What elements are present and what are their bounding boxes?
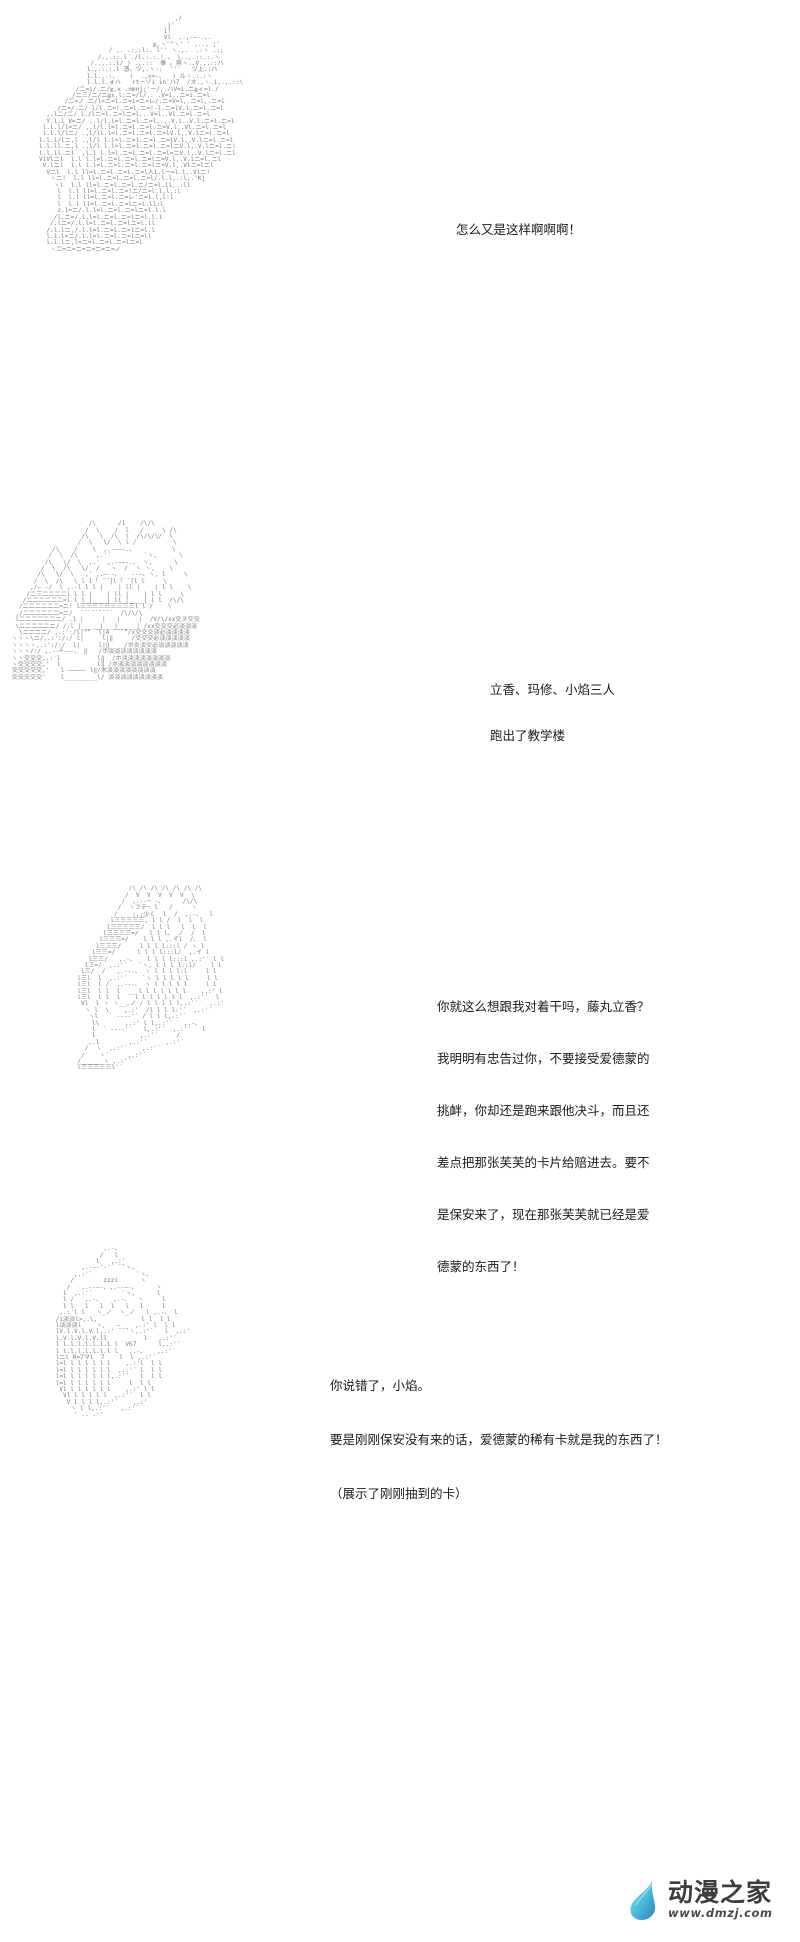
dialogue-block-panel-1: 怎么又是这样啊啊啊！ xyxy=(456,195,786,264)
site-watermark: 动漫之家 www.dmzj.com xyxy=(628,1872,796,1928)
dialogue-line: 是保安来了，现在那张芙芙就已经是爱 xyxy=(437,1207,650,1222)
comic-panel-2: /\ /l /\/\ / \ / l / \ /\ /\ \ /\ l /\/\… xyxy=(0,515,800,875)
ascii-art-panel-2: /\ /l /\/\ / \ / l / \ /\ /\ \ /\ l /\/\… xyxy=(11,520,200,681)
dialogue-line: 立香、玛修、小焰三人 xyxy=(490,682,616,697)
water-drop-logo-icon xyxy=(630,1881,656,1920)
ascii-art-panel-4: ,.-、 / l l ,.:' ,.-―-'‐'´ ̄ ̄`ヽ、 ,.:'´ `… xyxy=(55,1245,191,1419)
dialogue-line: 跑出了教学楼 xyxy=(490,728,566,743)
dialogue-line: 要是刚刚保安没有来的话，爱德蒙的稀有卡就是我的东西了！ xyxy=(330,1432,668,1447)
dialogue-line: 怎么又是这样啊啊啊！ xyxy=(456,222,582,237)
ascii-art-panel-1: ,/ j' i! Vl ,.,-―-.,. ≦,ヽ'^ヽ' ' ,.., ;' xyxy=(39,15,244,253)
dialogue-block-panel-4: 你说错了，小焰。 要是刚刚保安没有来的话，爱德蒙的稀有卡就是我的东西了！ （展示… xyxy=(330,1345,800,1534)
ascii-art-panel-3: /\ /\ /\ /\ /\ /\ /\ / V V V V V \ / ,.-… xyxy=(77,885,225,1072)
dialogue-block-panel-2: 立香、玛修、小焰三人 跑出了教学楼 xyxy=(490,655,790,770)
watermark-site-name: 动漫之家 xyxy=(668,1878,773,1908)
comic-panel-1: ,/ j' i! Vl ,.,-―-.,. ≦,ヽ'^ヽ' ' ,.., ;' xyxy=(0,0,800,500)
dialogue-line: 你说错了，小焰。 xyxy=(330,1378,431,1393)
comic-panel-3: /\ /\ /\ /\ /\ /\ /\ / V V V V V \ / ,.-… xyxy=(0,880,800,1274)
dialogue-line: 我明明有忠告过你，不要接受爱德蒙的 xyxy=(437,1051,650,1066)
watermark-text-block: 动漫之家 www.dmzj.com xyxy=(668,1880,773,1920)
dialogue-line: 你就这么想跟我对着干吗，藤丸立香？ xyxy=(437,999,650,1014)
dialogue-line: 挑衅，你却还是跑来跟他决斗，而且还 xyxy=(437,1103,650,1118)
dialogue-line: 差点把那张芙芙的卡片给赔进去。要不 xyxy=(437,1155,650,1170)
dialogue-line: 德蒙的东西了！ xyxy=(437,1259,525,1274)
watermark-site-url: www.dmzj.com xyxy=(668,1906,773,1921)
stage-direction-line: （展示了刚刚抽到的卡） xyxy=(330,1486,468,1501)
dialogue-block-panel-3: 你就这么想跟我对着干吗，藤丸立香？ 我明明有忠告过你，不要接受爱德蒙的 挑衅，你… xyxy=(437,968,797,1306)
comic-panel-4: ,.-、 / l l ,.:' ,.-―-'‐'´ ̄ ̄`ヽ、 ,.:'´ `… xyxy=(0,1240,800,1930)
